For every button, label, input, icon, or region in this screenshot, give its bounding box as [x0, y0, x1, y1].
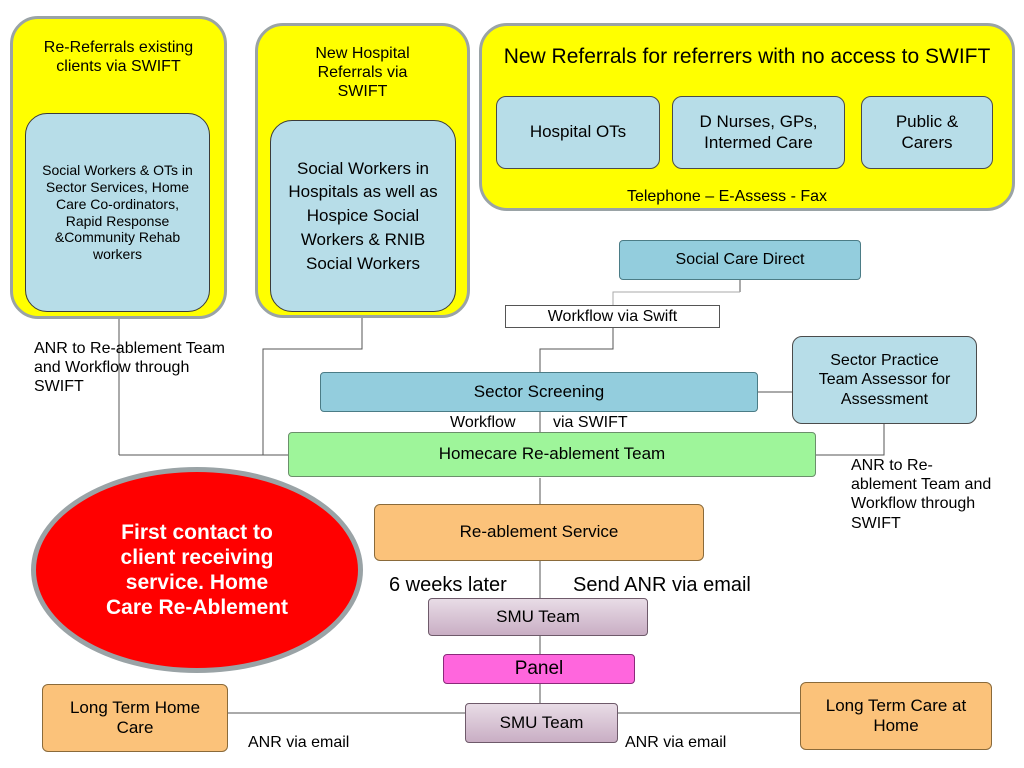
sector-practice-label: Sector Practice Team Assessor for Assess…: [818, 352, 951, 408]
workflow-label-b: via SWIFT: [553, 414, 628, 431]
public-carers-box: Public & Carers: [861, 96, 993, 169]
social-care-direct-box: Social Care Direct: [619, 240, 861, 280]
first-contact-text: First contact to client receiving servic…: [105, 520, 289, 620]
long-term-home-care-box: Long Term Home Care: [42, 684, 228, 752]
hospital-ots-box: Hospital OTs: [496, 96, 660, 169]
channels-label: Telephone – E-Assess - Fax: [626, 188, 828, 205]
send-anr-label: Send ANR via email: [573, 574, 751, 596]
panel-label: Panel: [514, 657, 564, 679]
six-weeks-label: 6 weeks later: [389, 574, 507, 596]
connector-workflow: [539, 327, 614, 372]
sector-screening-box: Sector Screening: [320, 372, 758, 412]
hospital-referrals-title: New Hospital Referrals via SWIFT: [315, 45, 410, 101]
long-term-care-home-label: Long Term Care at Home: [825, 695, 967, 735]
smu-team-1-box: SMU Team: [428, 598, 648, 636]
long-term-home-care-label: Long Term Home Care: [69, 697, 201, 737]
long-term-care-home-box: Long Term Care at Home: [800, 682, 992, 750]
sector-screening-label: Sector Screening: [473, 381, 605, 401]
hospital-referrals-inner-text: Social Workers in Hospitals as well as H…: [288, 158, 438, 273]
first-contact-oval: First contact to client receiving servic…: [31, 467, 363, 673]
anr-email-right-label: ANR via email: [625, 734, 727, 751]
panel-box: Panel: [443, 654, 635, 684]
d-nurses-label: D Nurses, GPs, Intermed Care: [699, 112, 818, 152]
anr-email-left-label: ANR via email: [248, 734, 350, 751]
re-referrals-title: Re-Referrals existing clients via SWIFT: [43, 39, 194, 76]
homecare-team-label: Homecare Re-ablement Team: [438, 444, 666, 464]
workflow-swift-box: Workflow via Swift: [505, 305, 720, 328]
hospital-ots-label: Hospital OTs: [529, 122, 627, 142]
homecare-team-box: Homecare Re-ablement Team: [288, 432, 816, 477]
public-carers-label: Public & Carers: [895, 112, 959, 152]
connector-sector-practice: [816, 424, 885, 456]
reablement-service-box: Re-ablement Service: [374, 504, 704, 561]
workflow-label-a: Workflow: [450, 414, 516, 431]
connector-hospital: [262, 313, 363, 456]
hospital-referrals-inner-box: Social Workers in Hospitals as well as H…: [270, 120, 456, 312]
new-referrals-title: New Referrals for referrers with no acce…: [503, 45, 991, 68]
d-nurses-box: D Nurses, GPs, Intermed Care: [672, 96, 845, 169]
smu-team-2-box: SMU Team: [465, 703, 618, 743]
re-referrals-inner-text: Social Workers & OTs in Sector Services,…: [42, 162, 193, 263]
sector-practice-box: Sector Practice Team Assessor for Assess…: [792, 336, 977, 424]
anr-left-label: ANR to Re-ablement Team and Workflow thr…: [34, 340, 225, 396]
smu-team-1-label: SMU Team: [496, 606, 580, 626]
social-care-direct-label: Social Care Direct: [675, 251, 805, 269]
reablement-service-label: Re-ablement Service: [459, 522, 619, 542]
re-referrals-inner-box: Social Workers & OTs in Sector Services,…: [25, 113, 210, 312]
workflow-swift-label: Workflow via Swift: [547, 307, 678, 325]
anr-right-label: ANR to Re-ablement Team and Workflow thr…: [851, 457, 992, 532]
smu-team-2-label: SMU Team: [499, 712, 584, 732]
